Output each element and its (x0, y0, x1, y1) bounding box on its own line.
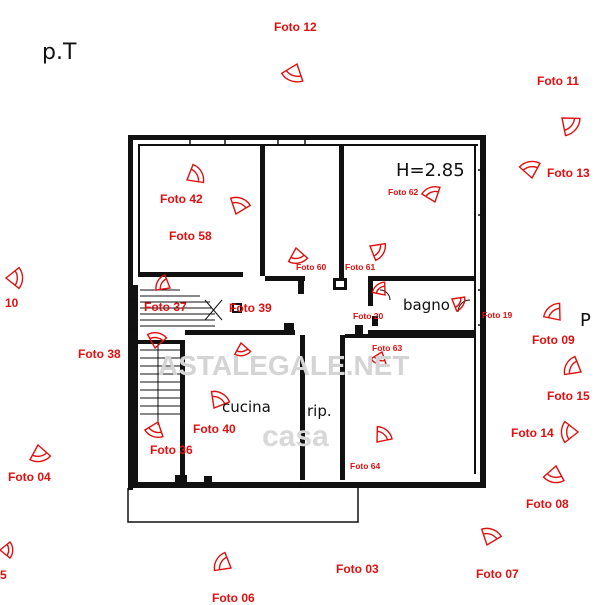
photo-label-foto-38[interactable]: Foto 38 (78, 347, 121, 361)
camera-marker (420, 186, 441, 204)
ceiling-height-label: H=2.85 (396, 160, 465, 181)
photo-label-foto-14[interactable]: Foto 14 (511, 426, 554, 440)
camera-marker (233, 341, 252, 357)
floor-label: p.T (42, 40, 77, 65)
photo-label-foto-58[interactable]: Foto 58 (169, 229, 212, 243)
camera-marker (229, 196, 252, 216)
camera-marker (542, 464, 565, 484)
camera-marker (210, 390, 231, 409)
photo-label-foto-40[interactable]: Foto 40 (193, 422, 236, 436)
camera-marker (29, 443, 52, 463)
camera-marker (563, 355, 582, 376)
room-ripostiglio-label: rip. (307, 402, 332, 420)
camera-marker (146, 332, 168, 350)
camera-marker (0, 541, 14, 559)
watermark-casa: casa (262, 420, 329, 453)
photo-label-foto-36[interactable]: Foto 36 (150, 443, 193, 457)
photo-label-foto-39[interactable]: Foto 39 (229, 301, 272, 315)
photo-label-foto-15[interactable]: Foto 15 (547, 389, 590, 403)
photo-label-foto-08[interactable]: Foto 08 (526, 497, 569, 511)
camera-marker (143, 420, 164, 438)
watermark-site: ASTALEGALE.NET (158, 350, 410, 381)
photo-label-foto-42[interactable]: Foto 42 (160, 192, 203, 206)
photo-label-foto-09[interactable]: Foto 09 (532, 333, 575, 347)
photo-label-foto-20[interactable]: Foto 20 (353, 311, 384, 321)
camera-marker (155, 273, 171, 291)
camera-marker (560, 420, 580, 444)
photo-label-foto-37[interactable]: Foto 37 (144, 300, 187, 314)
photo-label-foto-06[interactable]: Foto 06 (212, 591, 255, 605)
photo-label-foto-05[interactable]: 5 (0, 568, 7, 582)
camera-marker (376, 425, 393, 443)
terrace (127, 488, 359, 523)
photo-label-foto-60[interactable]: Foto 60 (296, 262, 327, 272)
camera-markers (0, 62, 582, 572)
windows (128, 135, 486, 488)
camera-marker (186, 163, 205, 184)
camera-marker (287, 246, 309, 264)
photo-label-foto-13[interactable]: Foto 13 (547, 166, 590, 180)
photo-label-foto-19[interactable]: Foto 19 (482, 310, 513, 320)
photo-label-foto-12[interactable]: Foto 12 (274, 20, 317, 34)
photo-label-foto-61[interactable]: Foto 61 (345, 262, 376, 272)
camera-marker (518, 160, 541, 180)
room-bagno-label: bagno (403, 296, 450, 314)
camera-marker (480, 527, 503, 547)
camera-marker (4, 266, 24, 290)
camera-marker (542, 302, 561, 321)
camera-marker (213, 551, 232, 572)
camera-marker (370, 350, 387, 366)
photo-label-foto-07[interactable]: Foto 07 (476, 567, 519, 581)
photo-label-foto-11[interactable]: Foto 11 (537, 74, 580, 88)
camera-marker (280, 62, 304, 83)
camera-marker (561, 117, 581, 137)
stairs (140, 289, 223, 425)
camera-marker (369, 242, 387, 262)
camera-marker (451, 296, 466, 312)
camera-marker (371, 281, 386, 296)
photo-label-foto-63[interactable]: Foto 63 (372, 343, 403, 353)
photo-label-foto-10[interactable]: 10 (5, 296, 19, 310)
photo-label-foto-64[interactable]: Foto 64 (350, 461, 381, 471)
photo-label-foto-62[interactable]: Foto 62 (388, 187, 419, 197)
photo-label-foto-03[interactable]: Foto 03 (336, 562, 379, 576)
walls (128, 135, 486, 490)
edge-letter-label: P (580, 310, 591, 331)
room-cucina-label: cucina (222, 398, 271, 416)
photo-label-foto-04[interactable]: Foto 04 (8, 470, 51, 484)
